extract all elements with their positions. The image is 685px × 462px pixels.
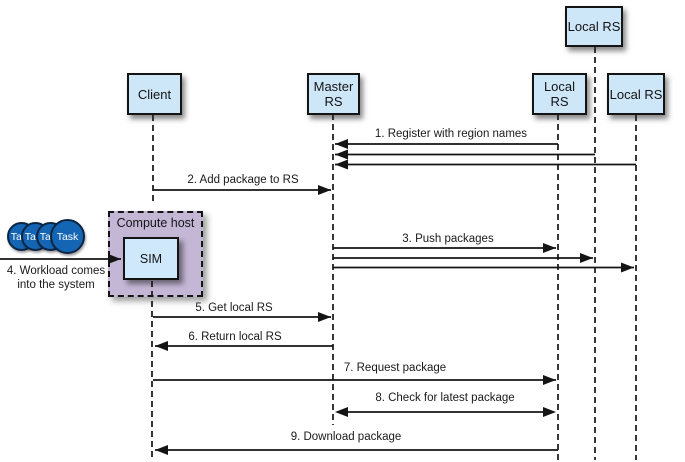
msg-label-register: 1. Register with region names: [374, 128, 528, 140]
task-circle: Task: [50, 219, 85, 254]
entity-label: Master RS: [313, 79, 354, 109]
entity-local-rs-right: Local RS: [607, 73, 665, 115]
msg-label-workload: 4. Workload comes into the system: [6, 265, 106, 291]
msg-label-push-packages: 3. Push packages: [402, 233, 494, 245]
entity-master-rs: Master RS: [307, 73, 360, 115]
task-label: Task: [56, 230, 79, 243]
entity-client: Client: [127, 73, 182, 115]
msg-label-download-package: 9. Download package: [290, 431, 402, 443]
entity-label: Local RS: [609, 86, 663, 102]
msg-label-add-package: 2. Add package to RS: [187, 174, 299, 186]
entity-label: Client: [137, 86, 172, 102]
sim-label: SIM: [139, 251, 163, 266]
msg-label-return-local-rs: 6. Return local RS: [188, 331, 282, 343]
entity-local-rs-top: Local RS: [565, 6, 623, 47]
entity-label: Local RS: [543, 79, 576, 109]
msg-label-get-local-rs: 5. Get local RS: [195, 302, 273, 314]
compute-host-box: Compute host SIM: [108, 211, 203, 297]
sim-box: SIM: [123, 237, 179, 280]
msg-label-check-package: 8. Check for latest package: [375, 392, 515, 404]
arrowhead-check-left: [335, 407, 348, 417]
entity-local-rs-mid: Local RS: [532, 73, 587, 115]
compute-host-label: Compute host: [116, 216, 195, 230]
arrowhead-check-right: [543, 407, 556, 417]
entity-label: Local RS: [567, 19, 621, 34]
msg-label-request-package: 7. Request package: [343, 362, 447, 374]
